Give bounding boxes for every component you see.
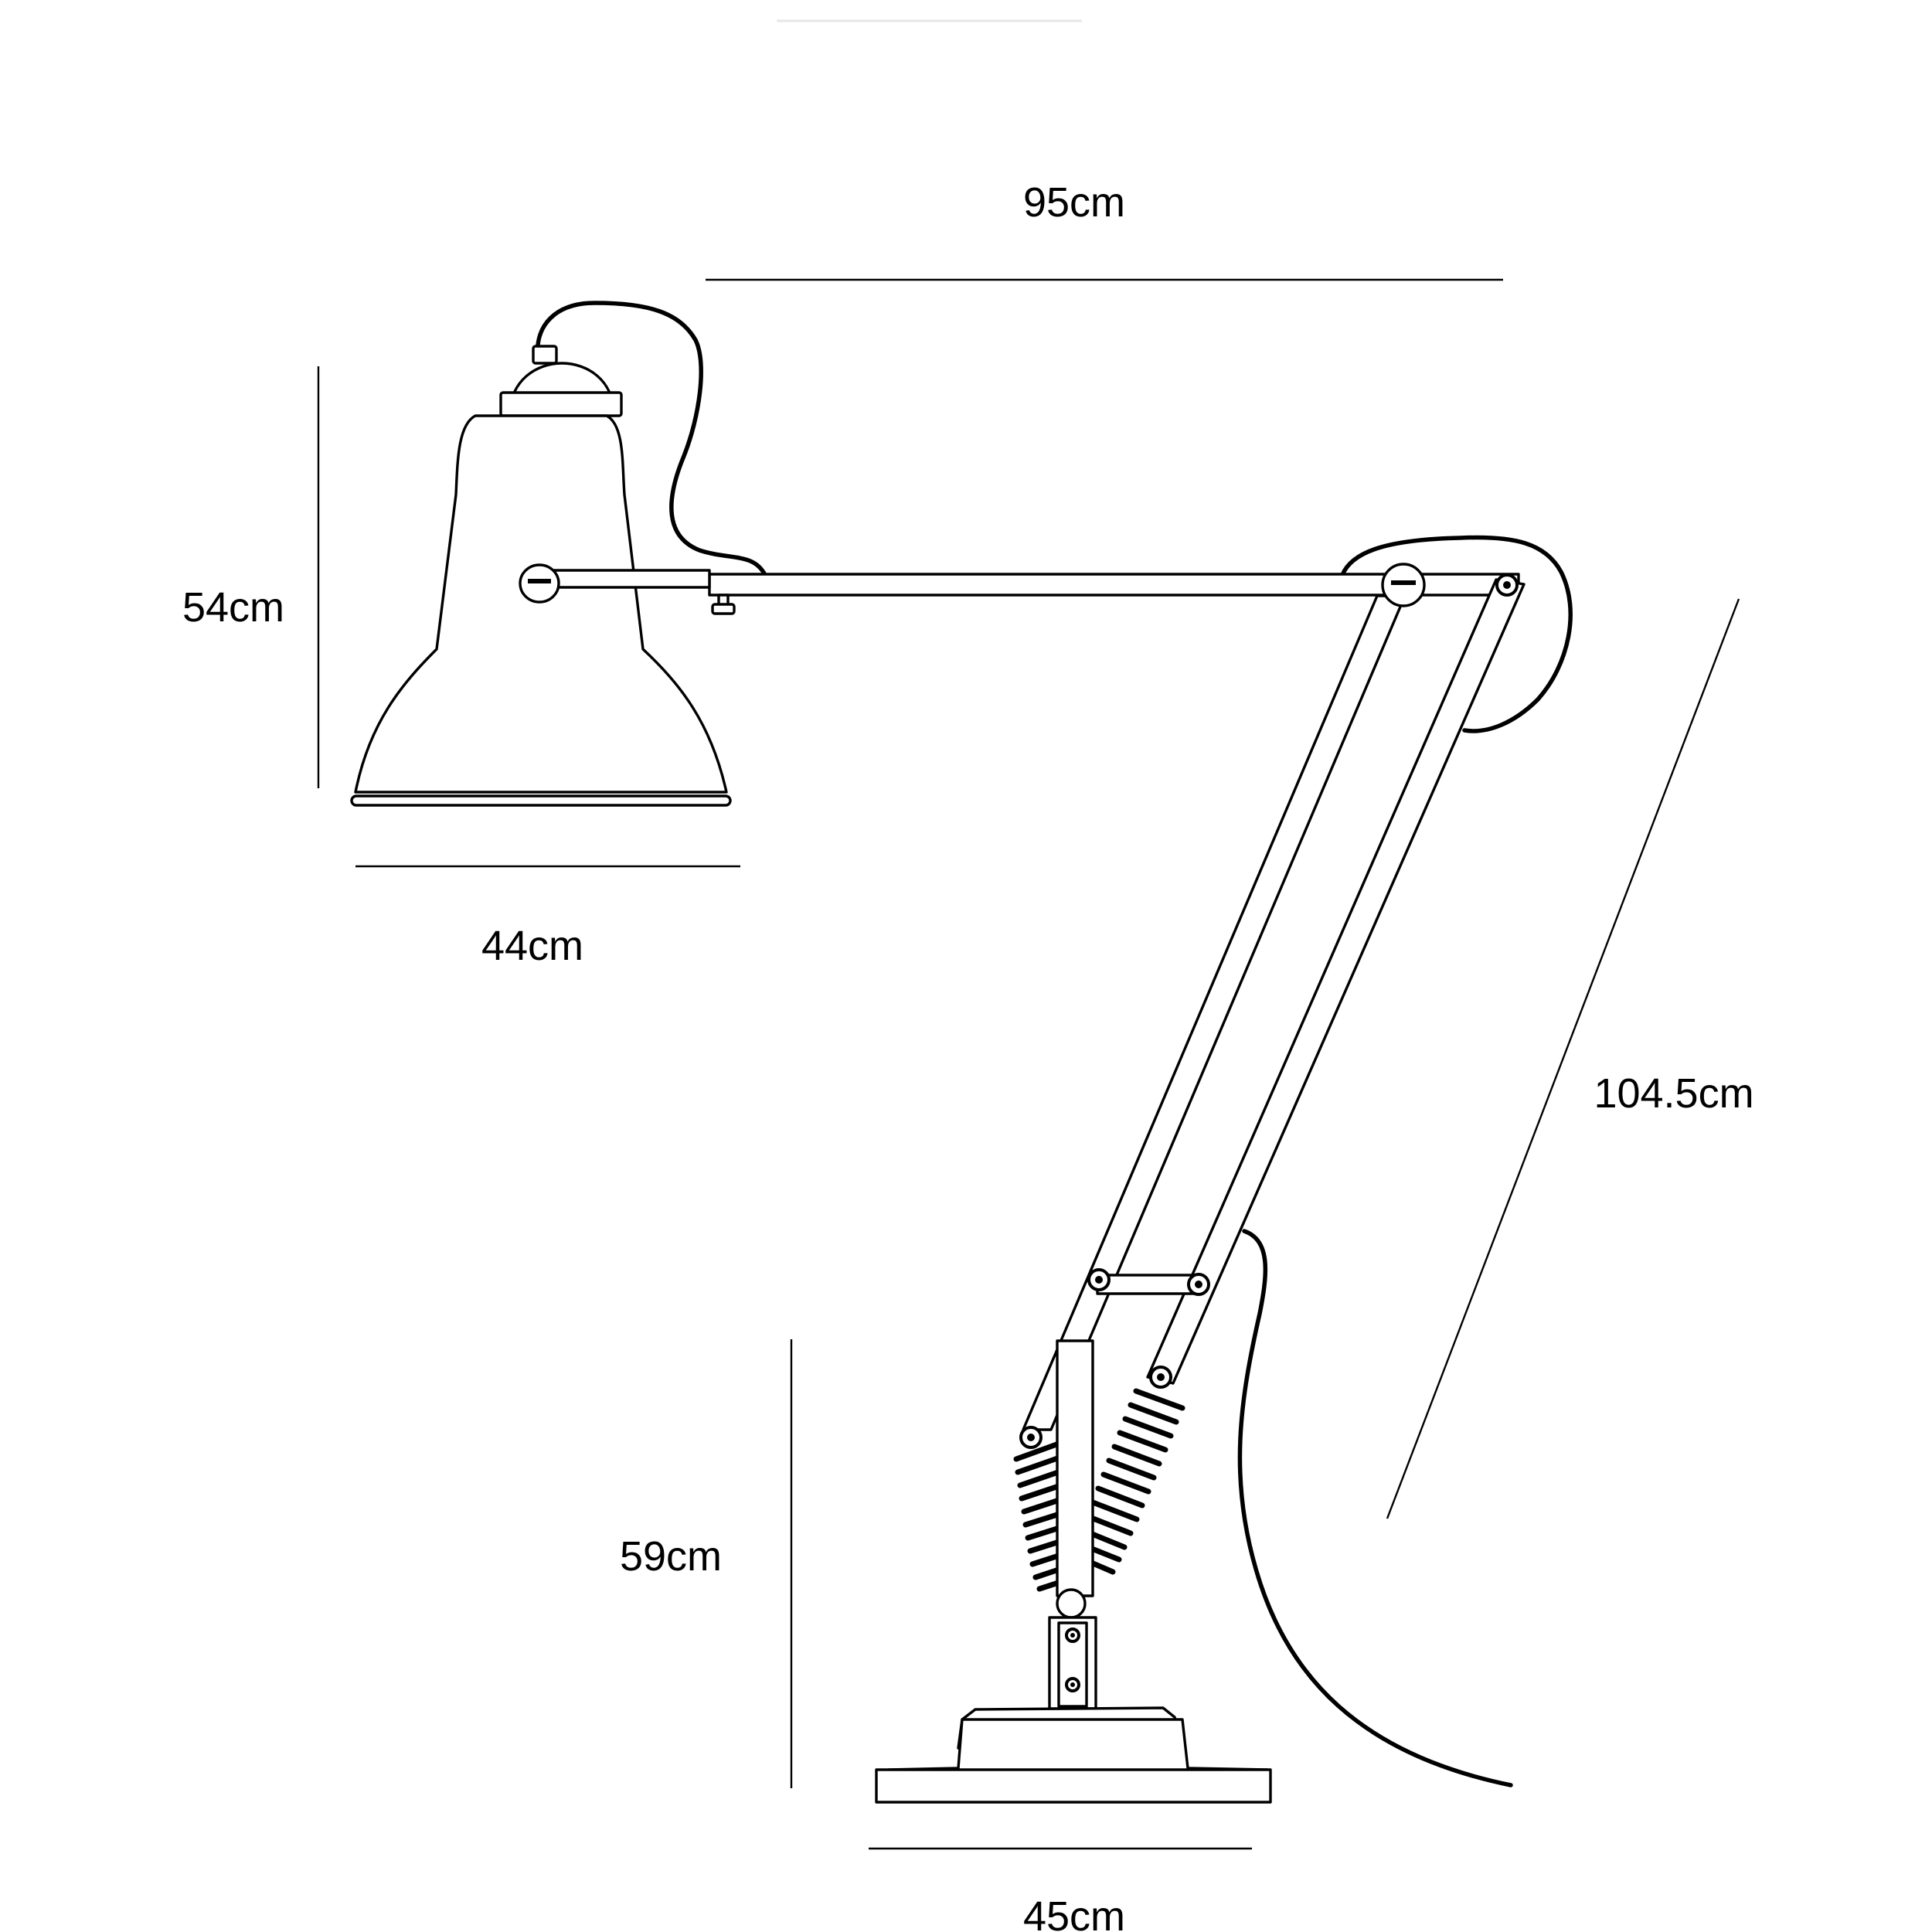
lamp-base — [875, 1339, 1272, 1804]
shade-pivot-plate — [528, 579, 551, 583]
base-width-label: 45cm — [1023, 1893, 1125, 1932]
column-pivot-disc — [1056, 1588, 1087, 1619]
counterweight-bracket — [1340, 535, 1573, 733]
bolts — [1019, 573, 1519, 1692]
front-arm — [1022, 594, 1406, 1431]
elbow-pivot-plate — [1391, 580, 1416, 585]
overall-height-label: 104.5cm — [1594, 1070, 1753, 1117]
shade-height-label: 54cm — [182, 584, 284, 631]
cross-link — [1096, 1274, 1201, 1295]
bolt-cross-right — [1187, 1273, 1210, 1296]
bolt-knuckle-bottom — [1065, 1677, 1080, 1692]
bolt-cross-left — [1087, 1268, 1111, 1291]
lower-cord — [1237, 1229, 1513, 1787]
dimension-labels: 95cm 54cm 44cm 104.5cm 59cm 45cm — [182, 179, 1754, 1932]
base-foot — [875, 1768, 1272, 1804]
base-height-label: 59cm — [620, 1533, 722, 1580]
bolt-knuckle-top — [1065, 1628, 1080, 1643]
column-tube — [1056, 1339, 1094, 1597]
lamp-shade — [350, 345, 732, 807]
shade-rim — [350, 794, 732, 807]
bolt-spring-left — [1019, 1426, 1043, 1449]
parallel-arms — [1022, 563, 1526, 1431]
arm-reach-label: 95cm — [1023, 179, 1125, 226]
horizontal-arm — [519, 563, 1520, 615]
shade-body — [354, 414, 728, 794]
bolt-elbow-rear — [1495, 573, 1519, 597]
overall-height-dim-line — [1386, 598, 1740, 1519]
right-spring — [1077, 1388, 1185, 1575]
shade-socket-band — [499, 391, 623, 417]
shade-width-label: 44cm — [481, 923, 583, 969]
shade-socket-nub — [532, 345, 558, 365]
bolt-spring-right — [1149, 1366, 1172, 1389]
lamp-illustration — [350, 301, 1573, 1804]
adjust-knob — [711, 603, 736, 615]
dimension-lines — [317, 278, 1740, 1850]
upper-cord — [535, 301, 767, 577]
